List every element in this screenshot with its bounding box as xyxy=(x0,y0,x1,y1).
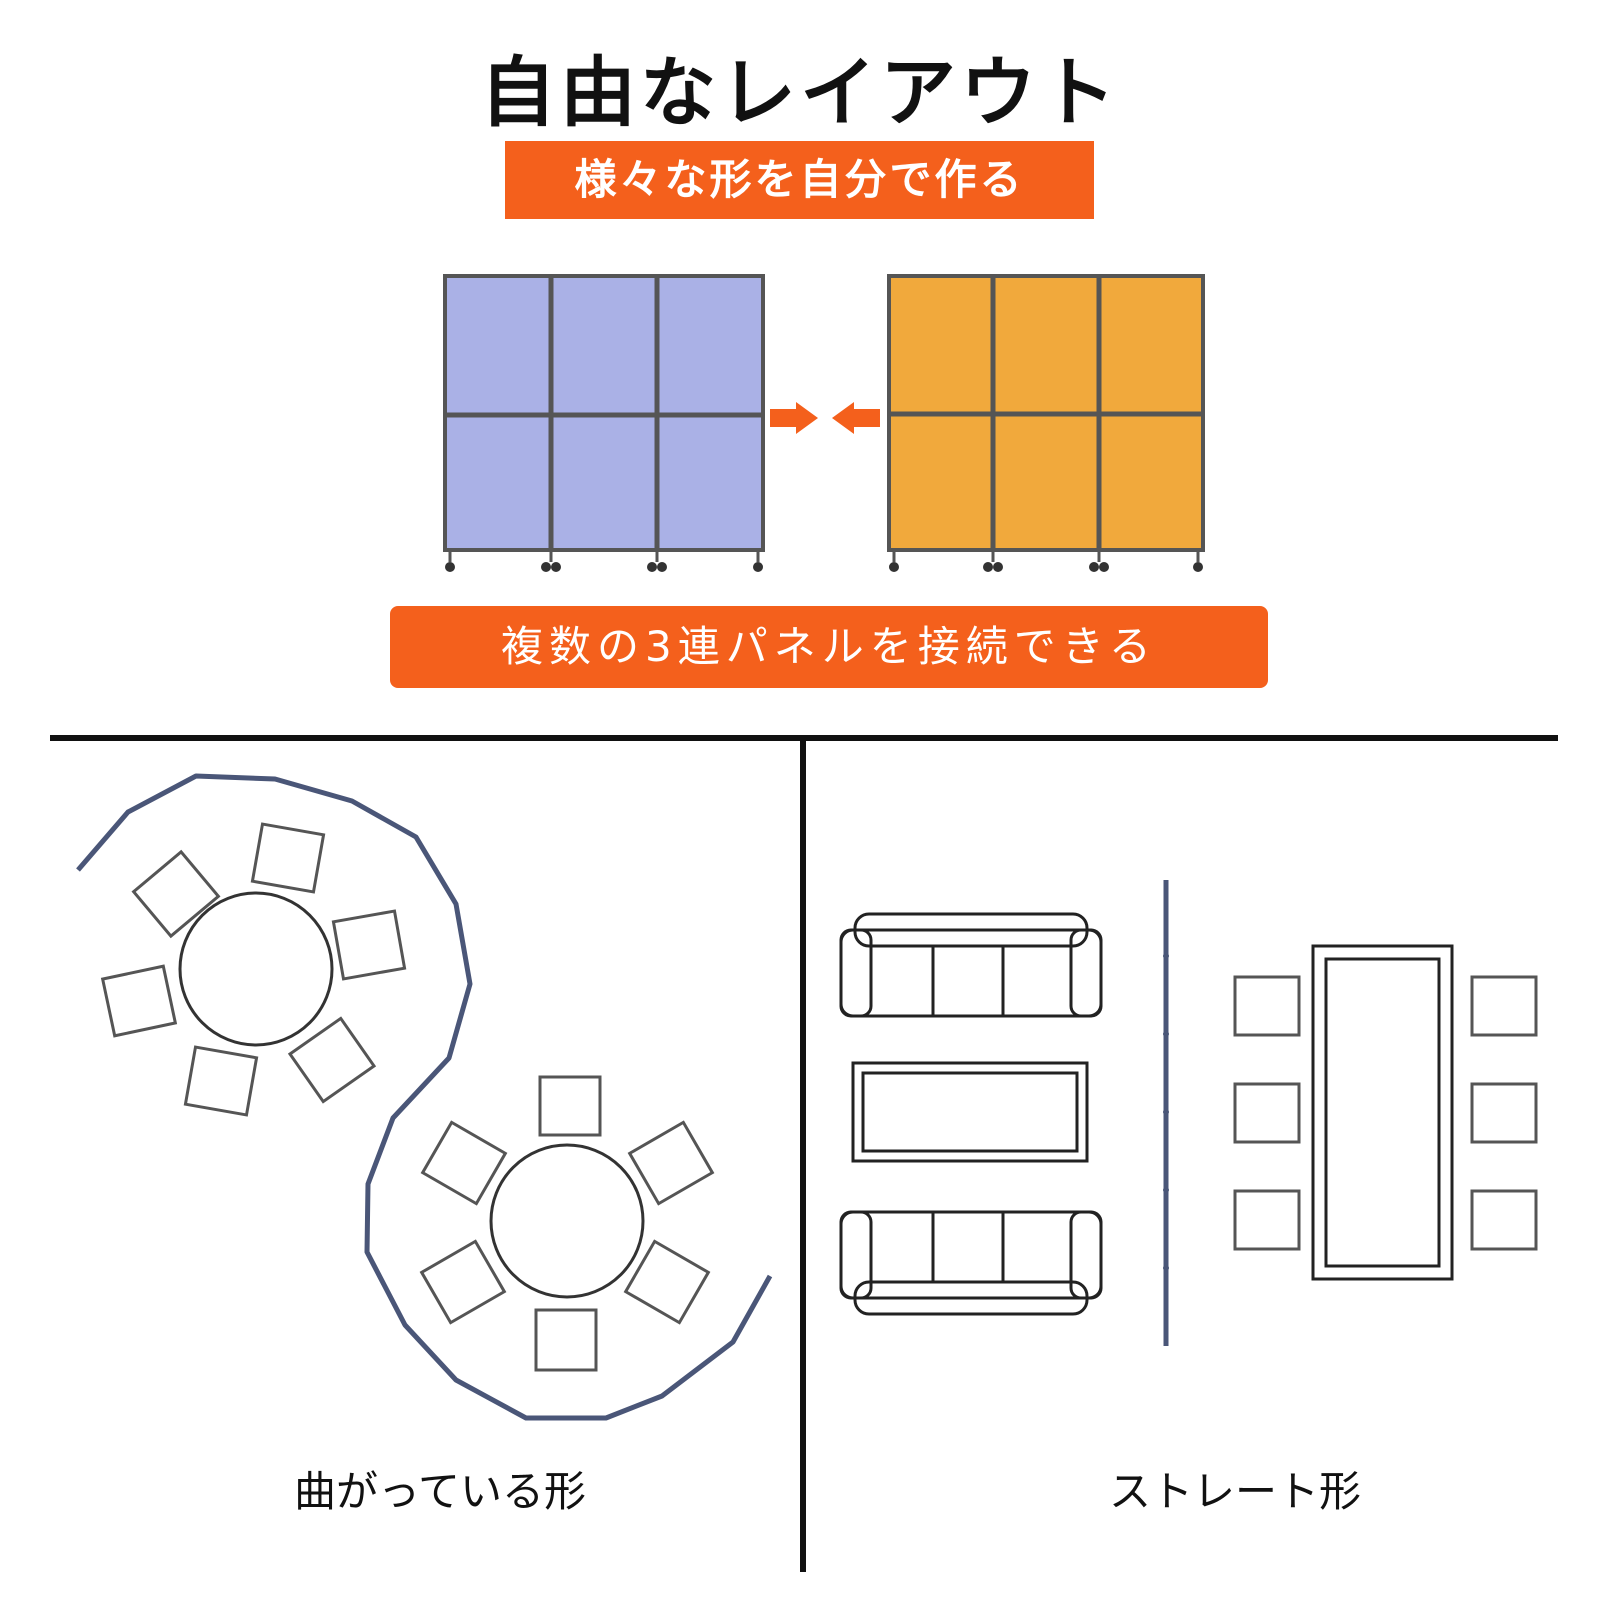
orange-panel-set xyxy=(887,274,1205,572)
curved-layout-label: 曲がっている形 xyxy=(294,1467,586,1516)
arrow-right-icon xyxy=(770,402,818,434)
arrow-left-icon xyxy=(832,402,880,434)
subtitle-banner: 様々な形を自分で作る xyxy=(505,141,1094,219)
curved-layout xyxy=(76,773,773,1421)
blue-panel-set xyxy=(443,274,765,572)
connect-banner: 複数の3連パネルを接続できる xyxy=(390,606,1268,688)
straight-layout xyxy=(839,880,1538,1346)
page-title: 自由なレイアウト xyxy=(480,48,1120,137)
straight-layout-label: ストレート形 xyxy=(1108,1467,1361,1516)
